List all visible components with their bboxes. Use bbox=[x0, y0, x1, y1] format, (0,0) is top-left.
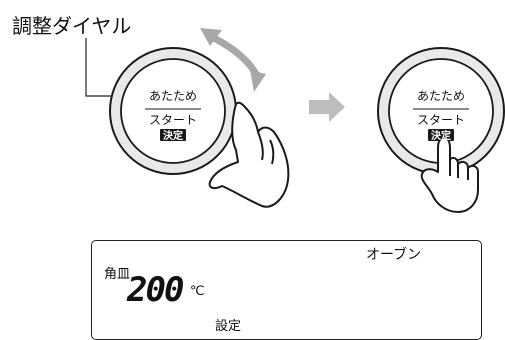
dial-label: 調整ダイヤル bbox=[12, 14, 132, 38]
display-unit: ℃ bbox=[190, 284, 205, 299]
dial-left-line2: スタート bbox=[149, 113, 197, 127]
rotating-hand bbox=[208, 101, 290, 208]
display-tray: 角皿 bbox=[104, 267, 131, 282]
rotation-arrow-icon bbox=[200, 28, 266, 92]
dial-left-line1: あたため bbox=[149, 89, 197, 103]
display-mode: オーブン bbox=[366, 247, 422, 263]
dial-right bbox=[377, 47, 505, 175]
dial-right-button: 決定 bbox=[431, 129, 451, 142]
pressing-hand bbox=[420, 137, 479, 213]
dial-right-line2: スタート bbox=[417, 113, 465, 127]
dial-left bbox=[109, 47, 237, 175]
dial-right-line1: あたため bbox=[417, 89, 465, 103]
display-status: 設定 bbox=[215, 319, 242, 334]
display-temperature: 200 bbox=[127, 270, 184, 310]
dial-left-button: 決定 bbox=[163, 129, 183, 142]
next-step-arrow-icon bbox=[309, 92, 345, 122]
